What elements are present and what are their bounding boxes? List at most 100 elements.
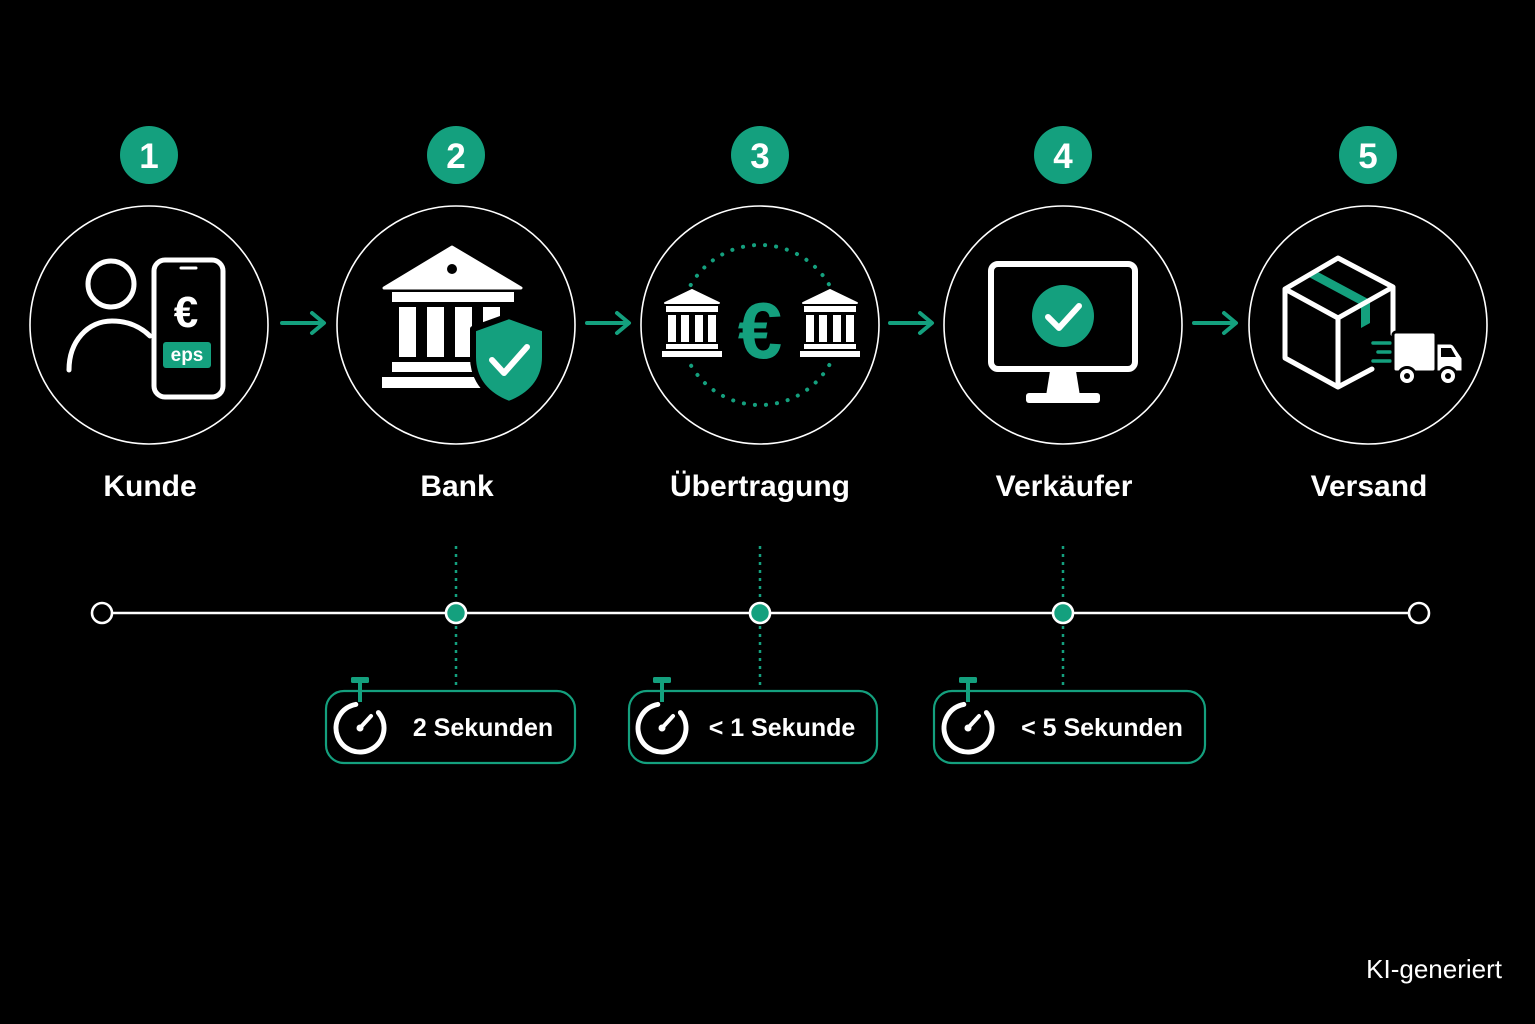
package-box-icon: [1282, 255, 1396, 390]
duration-badge: < 1 Sekunde: [627, 677, 879, 765]
stopwatch-ring: [941, 701, 995, 755]
duration-badge-frame: [324, 689, 577, 765]
customer-phone-eps-icon: € eps: [66, 257, 226, 400]
duration-badge: 2 Sekunden: [324, 677, 577, 765]
stopwatch-icon: [941, 677, 995, 755]
bank-base-lower: [662, 351, 722, 357]
step-circle: [943, 205, 1183, 445]
step-number-badge: [120, 126, 178, 184]
step-verkaeufer: 4 Verkäufer: [943, 126, 1183, 503]
duration-badge: < 5 Sekunden: [932, 677, 1207, 765]
wheel-hub: [1445, 373, 1451, 379]
bank-euro-transfer-icon: €: [662, 243, 860, 407]
package-tape: [1307, 271, 1370, 328]
step-circle: [29, 205, 269, 445]
stopwatch-icon: [333, 677, 387, 755]
stopwatch-ring: [635, 701, 689, 755]
step-number-badge: [1034, 126, 1092, 184]
truck-window: [1441, 348, 1456, 357]
step-uebertragung: 3 €: [640, 126, 880, 503]
step-number-badge: [1339, 126, 1397, 184]
bank-column: [806, 315, 814, 342]
step-label: Versand: [1311, 470, 1428, 503]
step-circle: [1248, 205, 1488, 445]
step-number: 1: [139, 137, 158, 176]
stopwatch-stem: [966, 682, 970, 702]
duration-badge-frame: [932, 689, 1207, 765]
step-kunde: 1 € eps Kunde: [29, 126, 269, 503]
transfer-dots-top: [688, 243, 832, 287]
timeline-node: [748, 601, 772, 625]
step-circle: [336, 205, 576, 445]
bank-shield-check-icon: [382, 245, 548, 407]
bank-pediment: [664, 289, 720, 304]
ai-generated-note: KI-generiert: [1366, 954, 1503, 984]
bank-building-right-icon: [800, 289, 860, 357]
bank-base-lower: [382, 377, 514, 388]
timeline-start-node: [90, 601, 114, 625]
timeline-node: [1051, 601, 1075, 625]
bank-column: [668, 315, 676, 342]
step-number: 2: [446, 137, 465, 176]
stopwatch-ring: [333, 701, 387, 755]
arrow-right-icon: [280, 311, 326, 335]
bank-column: [399, 307, 416, 357]
bank-column: [833, 315, 841, 342]
bank-base-upper: [804, 344, 856, 349]
duration-badge-frame: [627, 689, 879, 765]
timeline-node: [444, 601, 468, 625]
arrow-right-icon: [1192, 311, 1238, 335]
bank-column: [819, 315, 827, 342]
wheel-hub: [1404, 373, 1410, 379]
euro-symbol: €: [738, 286, 783, 375]
stopwatch-button: [653, 677, 671, 683]
step-number: 4: [1053, 137, 1073, 176]
monitor-check-icon: [988, 261, 1138, 403]
step-number-badge: [427, 126, 485, 184]
timeline: [90, 546, 1431, 685]
step-label: Kunde: [103, 470, 196, 503]
pediment-window: [447, 264, 457, 274]
arrow-head: [615, 311, 631, 335]
bank-beam: [666, 306, 718, 312]
person-shoulders: [66, 318, 153, 373]
bank-column: [455, 307, 472, 357]
step-label: Verkäufer: [996, 470, 1133, 503]
monitor-base: [1026, 393, 1100, 403]
bank-column: [427, 307, 444, 357]
stopwatch-pivot: [964, 724, 972, 732]
bank-column: [695, 315, 703, 342]
success-circle: [1032, 285, 1094, 347]
bank-base-upper: [666, 344, 718, 349]
bank-building-left-icon: [662, 289, 722, 357]
monitor-neck: [1046, 371, 1080, 396]
checkmark-icon: [489, 344, 530, 376]
step-circle: [640, 205, 880, 445]
package-truck-icon: [1282, 255, 1465, 390]
step-number: 5: [1358, 137, 1377, 176]
arrow-head: [1222, 311, 1238, 335]
step-number-badge: [731, 126, 789, 184]
step-number: 3: [750, 137, 769, 176]
euro-symbol: €: [174, 288, 198, 337]
step-bank: 2 Bank: [336, 126, 576, 503]
bank-beam: [392, 292, 514, 302]
step-label: Übertragung: [670, 470, 850, 503]
step-label: Bank: [420, 470, 494, 503]
checkmark-icon: [1045, 303, 1082, 331]
arrow-head: [918, 311, 934, 335]
stopwatch-pivot: [658, 724, 666, 732]
bank-pediment: [802, 289, 858, 304]
stopwatch-button: [351, 677, 369, 683]
eps-label: eps: [171, 345, 204, 366]
stopwatch-stem: [660, 682, 664, 702]
duration-label: < 1 Sekunde: [709, 714, 856, 742]
stopwatch-icon: [635, 677, 689, 755]
stopwatch-stem: [358, 682, 362, 702]
eps-badge: [163, 342, 211, 368]
arrow-right-icon: [888, 311, 934, 335]
transfer-dots-bottom: [688, 363, 832, 407]
bank-base-upper: [392, 362, 510, 372]
